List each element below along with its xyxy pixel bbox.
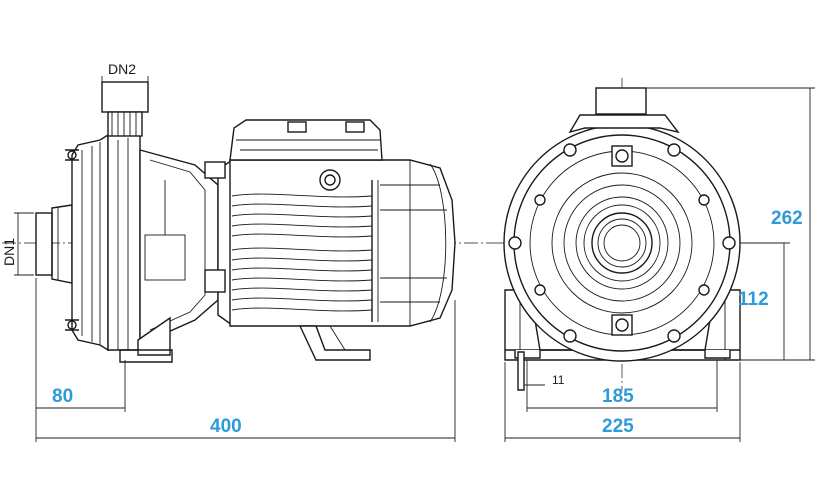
dim-262-label: 262 (771, 208, 803, 229)
terminal-box (229, 119, 383, 191)
side-dimensions: DN1 DN2 80 400 (1, 61, 456, 442)
inlet-flange (35, 204, 73, 284)
motor-bracket (119, 149, 219, 363)
inlet-label: DN1 (1, 238, 17, 266)
foot-hole: 11 (517, 351, 565, 391)
dim-225-label: 225 (602, 416, 634, 437)
motor-feet (298, 325, 371, 361)
front-bolts (508, 143, 736, 343)
front-top-box (568, 87, 680, 336)
dim-185-label: 185 (602, 386, 634, 407)
motor-body (204, 158, 456, 327)
outlet-label: DN2 (108, 61, 136, 77)
side-view (2, 81, 490, 363)
dim-400-label: 400 (210, 416, 242, 437)
front-view: 11 (490, 78, 760, 391)
foot-hole-label: 11 (552, 373, 565, 387)
front-dimensions: 185 225 262 112 (504, 87, 815, 442)
outlet-nozzle (101, 81, 149, 137)
dim-80-label: 80 (52, 386, 73, 407)
pump-casing (65, 133, 141, 352)
dim-112-label: 112 (738, 289, 769, 310)
